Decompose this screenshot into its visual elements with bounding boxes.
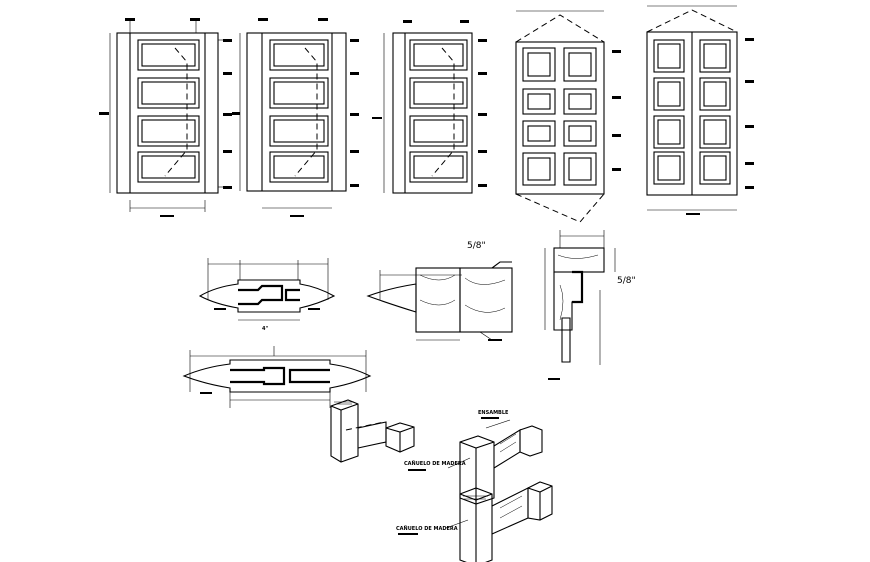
frac-top-label: 5/8" <box>467 241 486 251</box>
note-canuelo-2: CAÑUELO DE MADERA <box>396 525 458 532</box>
iso-joint-3 <box>398 481 553 562</box>
door-elevation-1 <box>99 18 232 217</box>
section-detail-panel-joint: 4" <box>198 258 336 332</box>
dim-4-label: 4" <box>262 326 268 332</box>
frac-right-label: 5/8" <box>617 276 636 286</box>
door-elevation-2 <box>232 18 359 217</box>
iso-joint-1 <box>330 399 415 463</box>
note-canuelo-1: CAÑUELO DE MADERA <box>404 460 466 467</box>
door-elevation-5 <box>646 5 754 215</box>
section-detail-lower <box>182 346 372 408</box>
section-detail-frame: 5/8" <box>366 241 513 341</box>
door-elevation-4 <box>515 10 621 223</box>
door-elevation-3 <box>372 20 487 194</box>
note-ensamble: ENSAMBLE <box>478 410 509 416</box>
section-detail-vertical: 5/8" <box>544 230 636 380</box>
